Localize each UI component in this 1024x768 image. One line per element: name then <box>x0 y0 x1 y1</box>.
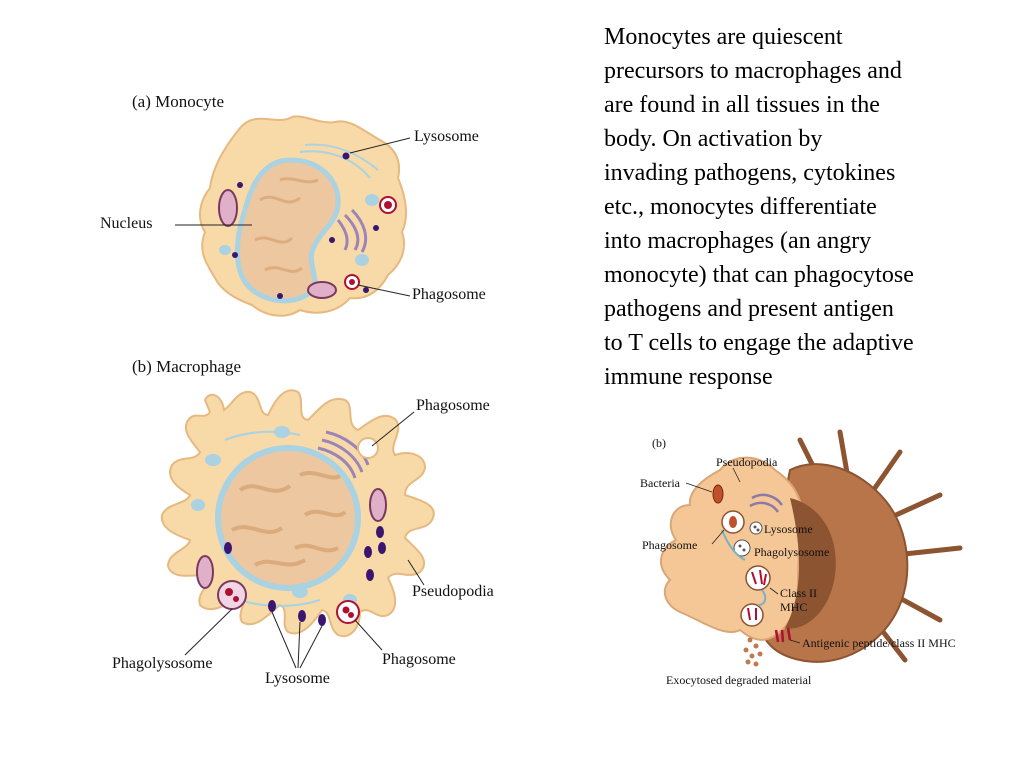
description-line: are found in all tissues in the <box>604 92 880 118</box>
monocyte-nucleus <box>234 157 341 304</box>
macrophage-nucleus-section <box>785 498 836 629</box>
monocyte-title: (a) Monocyte <box>132 92 225 111</box>
macrophage-phagolysosome-label: Phagolysosome <box>112 655 213 672</box>
description-line: into macrophages (an angry <box>604 228 872 254</box>
description-line: Monocytes are quiescent <box>604 24 843 50</box>
antigen-lysosome-label: Lysosome <box>764 522 813 536</box>
antigen-class-ii-line1: Class II <box>780 586 817 600</box>
description-line: to T cells to engage the adaptive <box>604 330 914 356</box>
macrophage-cell <box>160 389 435 669</box>
monocyte-nucleus-label: Nucleus <box>100 215 153 232</box>
antigen-presentation-cell <box>660 429 963 667</box>
monocyte-cell <box>175 115 411 317</box>
antigen-class-ii-label: Class II MHC <box>780 586 817 614</box>
description-line: body. On activation by <box>604 126 823 152</box>
macrophage-phagosome-top-label: Phagosome <box>416 397 490 414</box>
antigen-exocytosed-label: Exocytosed degraded material <box>666 673 812 687</box>
description-line: monocyte) that can phagocytose <box>604 262 914 288</box>
antigen-bacteria-label: Bacteria <box>640 476 680 490</box>
macrophage-lysosome-label: Lysosome <box>265 670 330 687</box>
antigen-phagolysosome-label: Phagolysosome <box>754 545 830 559</box>
macrophage-nucleus <box>215 445 361 591</box>
description-line: invading pathogens, cytokines <box>604 160 896 186</box>
description-line: etc., monocytes differentiate <box>604 194 877 220</box>
antigen-phagosome-label: Phagosome <box>642 538 698 552</box>
antigen-peptide-label: Antigenic peptide/class II MHC <box>802 636 956 650</box>
macrophage-pseudopodia-label: Pseudopodia <box>412 583 494 600</box>
description-text: Monocytes are quiescent precursors to ma… <box>604 20 1004 394</box>
monocyte-lysosome-label: Lysosome <box>414 128 479 145</box>
description-line: immune response <box>604 364 773 390</box>
macrophage-phagosome-bottom-label: Phagosome <box>382 651 456 668</box>
description-line: pathogens and present antigen <box>604 296 894 322</box>
description-line: precursors to macrophages and <box>604 58 902 84</box>
antigen-pseudopodia-label: Pseudopodia <box>716 455 778 469</box>
antigen-figure-title: (b) <box>652 436 666 450</box>
monocyte-phagosome-label: Phagosome <box>412 286 486 303</box>
antigen-class-ii-line2: MHC <box>780 600 808 614</box>
macrophage-title: (b) Macrophage <box>132 357 242 376</box>
